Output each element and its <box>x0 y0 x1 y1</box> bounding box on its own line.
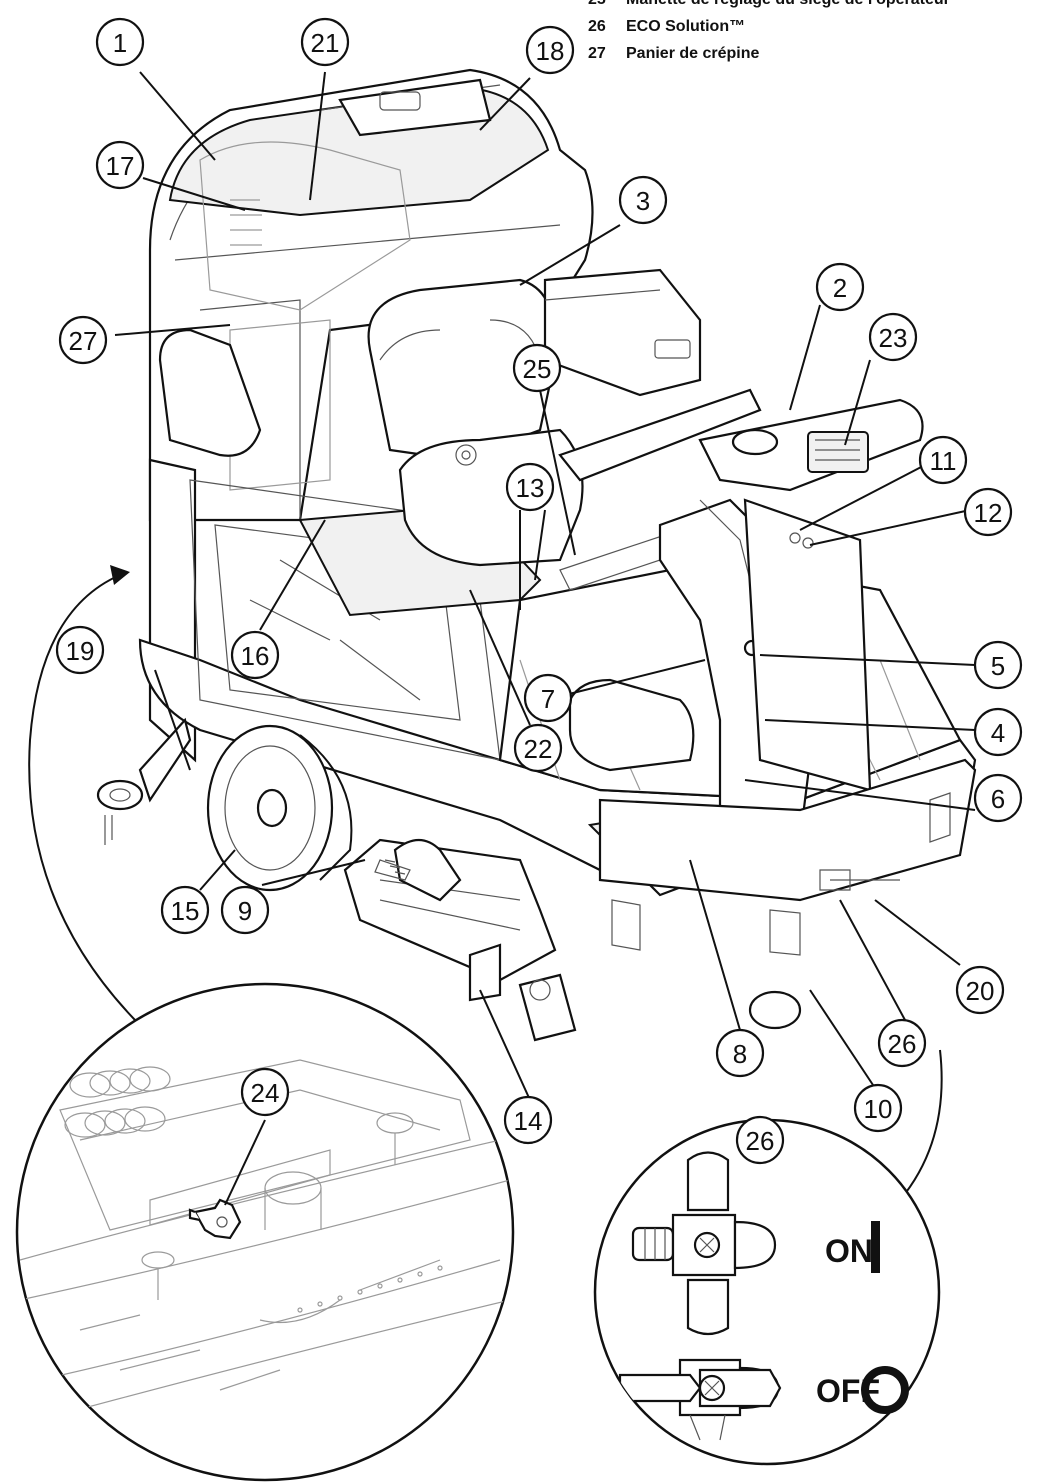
leader-lines <box>28 71 976 1201</box>
svg-text:7: 7 <box>541 684 555 714</box>
svg-text:9: 9 <box>238 896 252 926</box>
svg-text:26: 26 <box>888 1029 917 1059</box>
callout-15: 15 <box>160 885 210 935</box>
callout-19: 19 <box>55 625 105 675</box>
callout-17: 17 <box>95 140 145 190</box>
legend-row-26: 26 ECO Solution™ <box>588 18 745 36</box>
callout-1: 1 <box>95 17 145 67</box>
svg-text:18: 18 <box>536 36 565 66</box>
legend-num: 26 <box>588 18 606 35</box>
legend-num: 25 <box>588 0 626 9</box>
on-label: ON <box>825 1233 873 1269</box>
legend-row-25: 25Manette de réglage du siège de l'opéra… <box>588 0 950 9</box>
callout-7: 7 <box>523 673 573 723</box>
svg-text:10: 10 <box>864 1094 893 1124</box>
svg-text:5: 5 <box>991 651 1005 681</box>
svg-text:6: 6 <box>991 784 1005 814</box>
front-bumper <box>598 758 977 1030</box>
legend-row-27: 27 Panier de crépine <box>588 45 759 63</box>
svg-text:16: 16 <box>241 641 270 671</box>
svg-text:3: 3 <box>636 186 650 216</box>
callout-23: 23 <box>868 312 918 362</box>
svg-text:1: 1 <box>113 28 127 58</box>
svg-text:26: 26 <box>746 1126 775 1156</box>
scrub-deck <box>343 838 577 1042</box>
callout-21: 21 <box>300 17 350 67</box>
callout-26: 26 <box>877 1018 927 1068</box>
svg-text:21: 21 <box>311 28 340 58</box>
steering-column <box>558 388 924 862</box>
valve-off <box>618 1358 782 1441</box>
callout-4: 4 <box>973 707 1023 757</box>
operator-seat <box>298 268 702 617</box>
callout-3: 3 <box>618 175 668 225</box>
svg-text:25: 25 <box>523 354 552 384</box>
svg-text:14: 14 <box>514 1106 543 1136</box>
callout-27: 27 <box>58 315 108 365</box>
callouts: 1 21 18 17 3 2 23 27 25 11 13 12 19 16 7… <box>55 17 1023 1145</box>
callout-12: 12 <box>963 487 1013 537</box>
callout-20: 20 <box>955 965 1005 1015</box>
solution-filter-housing <box>568 678 695 772</box>
callout-25: 25 <box>512 343 562 393</box>
svg-text:2: 2 <box>833 273 847 303</box>
svg-text:17: 17 <box>106 151 135 181</box>
svg-text:8: 8 <box>733 1039 747 1069</box>
squeegee-assembly <box>96 717 192 845</box>
svg-text:24: 24 <box>251 1078 280 1108</box>
eco-valve-detail: ON OFF 26 <box>593 1115 941 1466</box>
svg-text:4: 4 <box>991 718 1005 748</box>
callout-24: 24 <box>240 1067 290 1117</box>
callout-18: 18 <box>525 25 575 75</box>
off-symbol <box>861 1366 909 1414</box>
callout-16: 16 <box>230 630 280 680</box>
callout-13: 13 <box>505 462 555 512</box>
legend-label: Manette de réglage du siège de l'opérate… <box>626 0 950 8</box>
rear-wheel <box>206 724 353 892</box>
legend-label: ECO Solution™ <box>626 18 746 35</box>
callout-9: 9 <box>220 885 270 935</box>
callout-6: 6 <box>973 773 1023 823</box>
callout-8: 8 <box>715 1028 765 1078</box>
svg-text:22: 22 <box>524 734 553 764</box>
callout-22: 22 <box>513 723 563 773</box>
squeegee-detail: 24 <box>15 982 515 1482</box>
valve-on <box>631 1151 777 1336</box>
svg-text:23: 23 <box>879 323 908 353</box>
callout-11: 11 <box>918 435 968 485</box>
callout-5: 5 <box>973 640 1023 690</box>
svg-text:27: 27 <box>69 326 98 356</box>
svg-text:15: 15 <box>171 896 200 926</box>
svg-text:13: 13 <box>516 473 545 503</box>
legend-num: 27 <box>588 45 606 62</box>
callout-10: 10 <box>853 1083 903 1133</box>
legend-label: Panier de crépine <box>626 45 760 62</box>
svg-text:12: 12 <box>974 498 1003 528</box>
callout-26-detail: 26 <box>735 1115 785 1165</box>
svg-text:20: 20 <box>966 976 995 1006</box>
svg-text:11: 11 <box>930 446 957 476</box>
callout-14: 14 <box>503 1095 553 1145</box>
callout-2: 2 <box>815 262 865 312</box>
svg-text:19: 19 <box>66 636 95 666</box>
on-symbol <box>871 1221 880 1273</box>
